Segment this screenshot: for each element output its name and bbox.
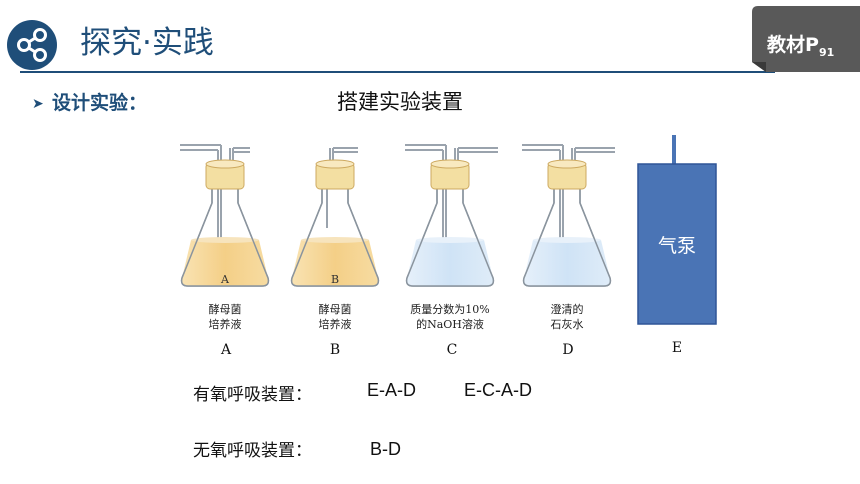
anaerobic-setup-label: 无氧呼吸装置： (193, 441, 312, 461)
header-underline (20, 71, 775, 73)
flask-b-caption-line1: 酵母菌 (319, 303, 352, 316)
flask-d-caption-line1: 澄清的 (551, 302, 584, 316)
apparatus-diagram: A 酵母菌 培养液 A B 酵母菌 培养液 B (170, 128, 730, 368)
flask-b-caption-line2: 培养液 (319, 317, 352, 331)
badge-label: 教材P91 (767, 30, 834, 59)
flask-a-caption-line1: 酵母菌 (209, 303, 242, 316)
badge-page-number: 91 (818, 45, 835, 59)
flask-a-inner-label: A (220, 273, 230, 286)
textbook-page-badge: 教材P91 (752, 6, 860, 72)
flask-b-letter: B (330, 342, 340, 358)
aerobic-setup-value-2: E-C-A-D (464, 380, 532, 400)
aerobic-setup-label: 有氧呼吸装置： (193, 385, 312, 405)
flask-d-caption-line2: 石灰水 (551, 317, 584, 331)
section-subtitle: 搭建实验装置 (337, 90, 463, 114)
flask-a: A 酵母菌 培养液 A (180, 144, 270, 358)
flask-b: B 酵母菌 培养液 B (290, 147, 380, 358)
flask-b-inner-label: B (331, 273, 339, 286)
flask-d: 澄清的 石灰水 D (522, 144, 615, 358)
share-icon (7, 20, 57, 70)
flask-d-letter: D (562, 342, 573, 358)
bullet-arrow-icon: ➤ (32, 96, 44, 112)
badge-text: 教材P (767, 34, 819, 56)
flask-a-caption-line2: 培养液 (209, 317, 242, 331)
section-label: 设计实验： (52, 92, 148, 114)
pump-letter: E (672, 340, 682, 356)
flask-a-letter: A (220, 342, 232, 358)
anaerobic-setup-value: B-D (370, 439, 401, 459)
page-title: 探究·实践 (80, 25, 214, 61)
flask-c-caption-line1: 质量分数为10% (410, 303, 489, 316)
aerobic-setup-value-1: E-A-D (367, 380, 416, 400)
pump-label: 气泵 (658, 235, 696, 257)
air-pump-e: 气泵 E (637, 135, 717, 356)
flask-c: 质量分数为10% 的NaOH溶液 C (405, 144, 498, 358)
flask-c-caption-line2: 的NaOH溶液 (416, 317, 484, 331)
flask-c-letter: C (447, 342, 458, 358)
